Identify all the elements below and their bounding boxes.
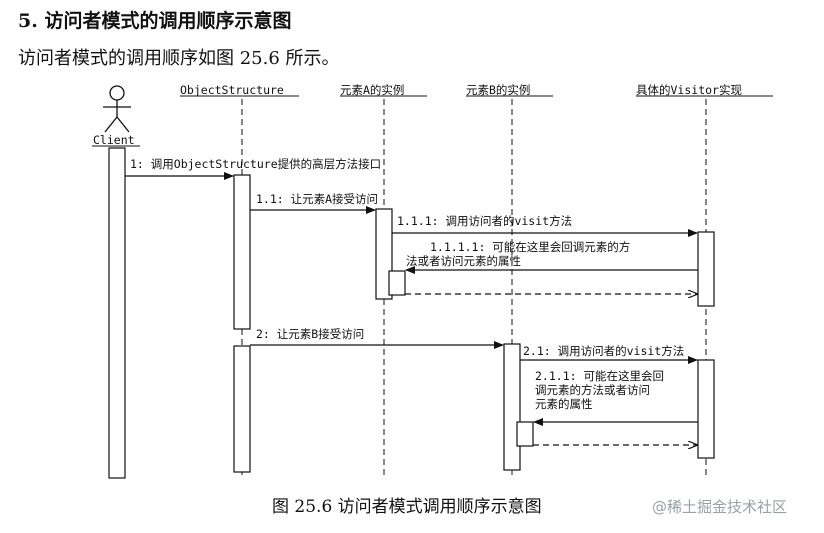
visitor-activation-2 — [697, 359, 715, 459]
lifelines — [116, 99, 707, 478]
message-2-1-1-label-line1: 2.1.1: 可能在这里会回 — [535, 369, 664, 383]
intro-text: 访问者模式的调用顺序如图 25.6 所示。 — [18, 48, 340, 69]
participant-element-b: 元素B的实例 — [466, 83, 530, 97]
element-a-activation — [375, 208, 393, 300]
element-b-activation — [503, 343, 521, 471]
participant-element-a: 元素A的实例 — [340, 83, 404, 97]
message-2-1-label: 2.1: 调用访问者的visit方法 — [523, 344, 684, 358]
element-b-callback-activation — [516, 421, 534, 447]
client-label: Client — [93, 133, 135, 147]
client-actor — [103, 85, 131, 133]
section-heading: 5. 访问者模式的调用顺序示意图 — [18, 10, 292, 32]
message-1-1-label: 1.1: 让元素A接受访问 — [256, 192, 378, 206]
client-activation — [108, 147, 126, 479]
message-1-label: 1: 调用ObjectStructure提供的高层方法接口 — [130, 157, 381, 171]
message-1-1-1-1-label-line1: 1.1.1.1: 可能在这里会回调元素的方 — [430, 240, 630, 254]
visitor-activation-1 — [697, 231, 715, 307]
watermark: @稀土掘金技术社区 — [652, 498, 788, 516]
message-1-1-1-label: 1.1.1: 调用访问者的visit方法 — [397, 214, 572, 228]
message-2-1-1-label-line2: 调元素的方法或者访问 — [535, 383, 650, 397]
message-2-1-1-label-line3: 元素的属性 — [535, 397, 593, 411]
figure-caption: 图 25.6 访问者模式调用顺序示意图 — [272, 497, 542, 517]
object-structure-activation-2 — [233, 345, 251, 473]
message-2-label: 2: 让元素B接受访问 — [256, 327, 364, 341]
message-1-1-1-1-label-line2: 法或者访问元素的属性 — [406, 254, 521, 268]
participant-object-structure: ObjectStructure — [180, 83, 284, 97]
element-a-callback-activation — [388, 270, 406, 296]
participant-visitor: 具体的Visitor实现 — [636, 83, 742, 97]
activations — [108, 147, 715, 479]
object-structure-activation-1 — [233, 174, 251, 330]
